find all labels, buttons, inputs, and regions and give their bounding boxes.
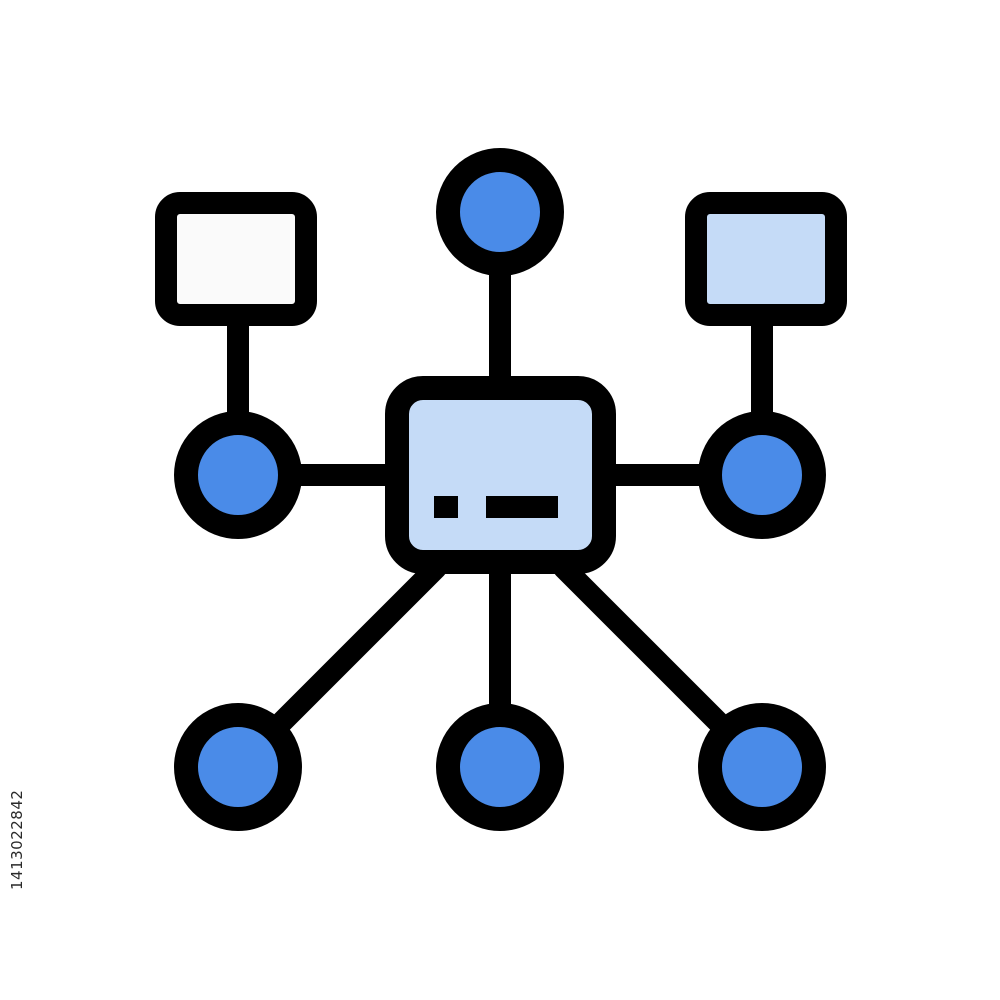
connector-bottom-right: [553, 557, 733, 737]
central-hub-box: [385, 376, 616, 574]
circle-nodes: [174, 148, 826, 831]
node-bottom-center: [436, 703, 564, 831]
hub-dot-mark: [434, 496, 458, 518]
node-left: [174, 411, 302, 539]
node-top: [436, 148, 564, 276]
node-bottom-left: [174, 703, 302, 831]
hub-dash-mark: [486, 496, 558, 518]
connector-bottom-left: [267, 557, 447, 737]
stock-id-watermark: 1413022842: [8, 789, 26, 890]
node-right: [698, 411, 826, 539]
top-right-box: [685, 192, 847, 326]
top-left-box: [155, 192, 317, 326]
connector-lines: [227, 251, 773, 737]
node-bottom-right: [698, 703, 826, 831]
